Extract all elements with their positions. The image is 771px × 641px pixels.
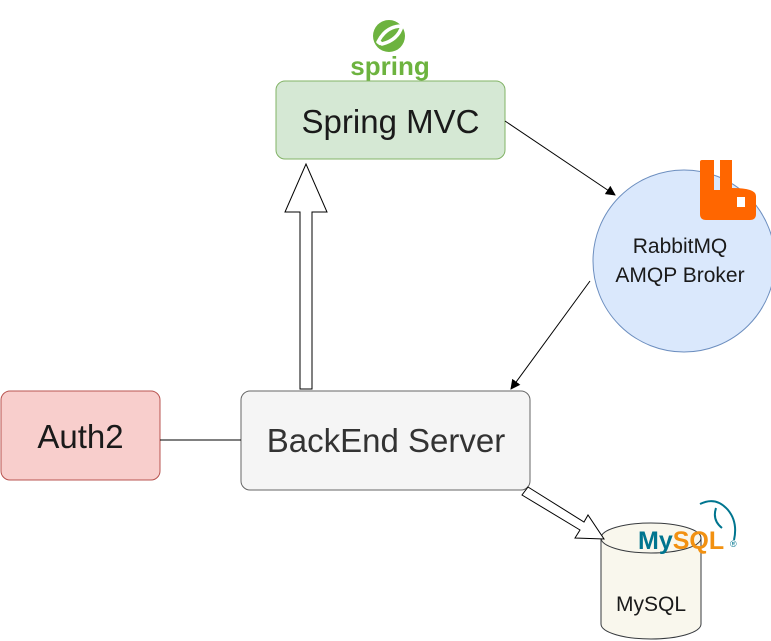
rabbitmq-logo-eye <box>737 197 745 207</box>
mysql-logo-my: My <box>638 527 673 555</box>
auth2-label: Auth2 <box>37 418 123 455</box>
edge-rabbitmq-to-backend[interactable] <box>510 280 591 390</box>
rabbitmq-label-line1: RabbitMQ <box>633 235 728 258</box>
rabbitmq-logo-shape <box>700 160 756 220</box>
mysql-cylinder-body[interactable] <box>600 538 702 640</box>
mysql-logo-registered-mark: ® <box>730 539 737 549</box>
rabbitmq-logo-icon <box>700 160 756 220</box>
spring-logo-text: spring <box>350 51 429 81</box>
spring-mvc-node[interactable]: Spring MVC <box>275 80 506 160</box>
mysql-logo: MySQL ® <box>638 500 737 555</box>
mysql-node[interactable]: MySQL <box>600 522 702 640</box>
backend-label: BackEnd Server <box>267 422 505 459</box>
mysql-dolphin-icon <box>699 500 737 541</box>
spring-leaf-dot <box>377 40 383 46</box>
edge-backend-to-spring-block-arrow[interactable] <box>284 162 328 390</box>
backend-node[interactable]: BackEnd Server <box>240 390 531 491</box>
auth2-box[interactable] <box>0 390 161 481</box>
spring-logo: spring <box>350 20 430 81</box>
spring-leaf-swirl <box>376 24 405 46</box>
mysql-logo-text: MySQL <box>638 527 724 555</box>
mysql-logo-sql: SQL <box>673 527 724 555</box>
rabbitmq-label-line2: AMQP Broker <box>615 264 744 287</box>
mysql-label: MySQL <box>616 593 686 616</box>
spring-mvc-box[interactable] <box>275 80 506 160</box>
edge-backend-to-mysql-block-arrow[interactable] <box>521 486 605 540</box>
auth2-node[interactable]: Auth2 <box>0 390 161 481</box>
spring-mvc-label: Spring MVC <box>302 103 480 140</box>
edge-spring-to-rabbitmq[interactable] <box>504 120 616 196</box>
